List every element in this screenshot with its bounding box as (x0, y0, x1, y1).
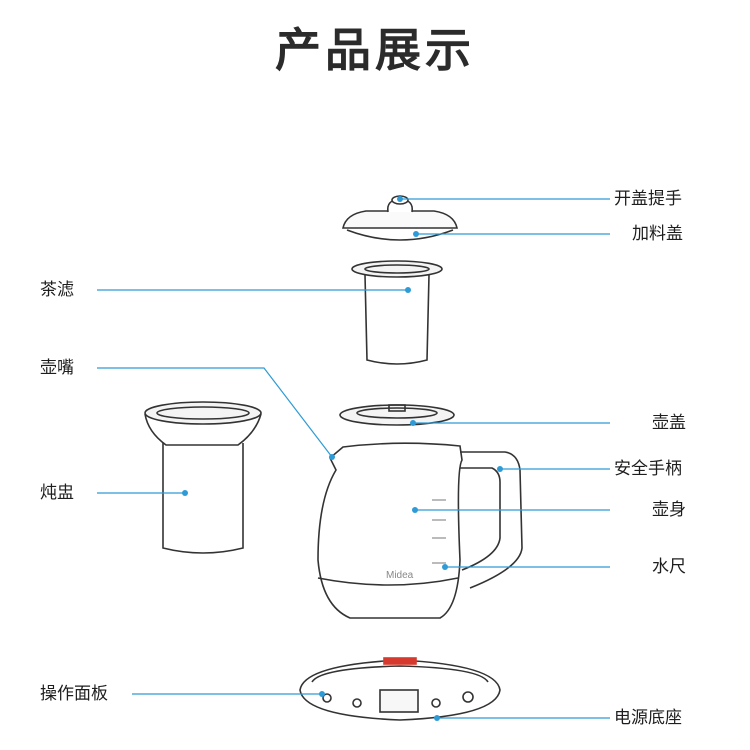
label-power-base: 电源底座 (614, 708, 682, 728)
pot-lid-illustration (339, 404, 455, 426)
tea-filter-illustration (351, 260, 443, 365)
label-water-gauge: 水尺 (652, 557, 686, 577)
callout-lines (97, 198, 610, 719)
label-control-panel: 操作面板 (40, 684, 108, 704)
label-safety-handle: 安全手柄 (614, 459, 682, 479)
callout-dots (182, 196, 503, 721)
pot-body-illustration (317, 442, 523, 619)
label-pot-body: 壶身 (652, 500, 686, 520)
label-lid-handle: 开盖提手 (614, 189, 682, 209)
page-title: 产品展示 (275, 23, 475, 77)
label-stew-cup: 炖盅 (40, 483, 74, 503)
stew-cup-illustration (144, 401, 262, 554)
feed-lid-illustration (342, 195, 458, 241)
brand-mark: Midea (386, 570, 414, 581)
label-pot-lid: 壶盖 (652, 413, 686, 433)
label-spout: 壶嘴 (40, 358, 74, 378)
power-base-illustration (299, 657, 501, 721)
label-feed-lid: 加料盖 (632, 224, 683, 244)
label-tea-filter: 茶滤 (40, 280, 74, 300)
